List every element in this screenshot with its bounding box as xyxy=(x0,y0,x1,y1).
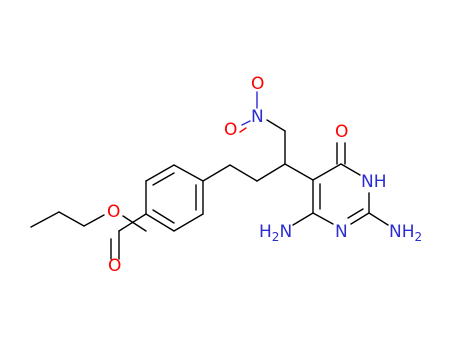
bond-o-ester-carbonyl xyxy=(122,215,147,232)
bond-benzene-3 xyxy=(173,164,204,182)
bond-c4-nh2-left xyxy=(292,212,314,226)
atom-label-nh2-left-h: H xyxy=(259,222,272,242)
bond-chain-1 xyxy=(202,164,231,182)
atom-label-n-nitro: N xyxy=(251,107,264,127)
bond-c2-nh2-right xyxy=(368,212,389,226)
bond-ethyl-ch2 xyxy=(58,211,85,227)
bond-benzene-5 xyxy=(173,213,204,232)
bond-ch-c5 xyxy=(284,163,314,181)
atom-label-n-ring: N xyxy=(335,222,348,242)
bond-ethyl-ch3 xyxy=(30,211,60,228)
bond-carbonyl-ester xyxy=(118,213,147,232)
bond-ch2-n-nitro xyxy=(266,119,286,132)
bond-chain-2 xyxy=(229,164,258,182)
atom-label-nh2-right-nh: NH xyxy=(389,222,415,242)
bond-pyr-c6-nh xyxy=(340,163,361,176)
atom-label-o-ester-single: O xyxy=(107,202,120,222)
bond-pyr-n3-c4 xyxy=(312,212,334,225)
atom-label-o-ester-double: O xyxy=(108,256,121,276)
bond-n-nitro-o-left-b xyxy=(239,127,247,133)
atom-label-nh-ring: NH xyxy=(361,172,387,192)
atom-label-o-ring-carbonyl: O xyxy=(335,122,348,142)
bond-chain-3 xyxy=(256,163,286,182)
atom-label-nh2-left: H2N xyxy=(259,222,292,244)
bond-pyr-c2-n3-inner xyxy=(347,208,364,219)
atom-label-o-nitro-left: O xyxy=(224,120,237,140)
atom-label-nh2-right: NH2 xyxy=(389,222,422,244)
bond-pyr-c2-n3 xyxy=(350,212,370,225)
bond-benzene-inner-3 xyxy=(152,209,175,224)
atom-label-o-nitro-top: O xyxy=(251,74,264,94)
atom-label-nh2-left-n: N xyxy=(279,222,292,242)
bond-n-nitro-o-left xyxy=(241,120,251,126)
bond-benzene-inner-1 xyxy=(152,172,175,186)
bond-benzene-2 xyxy=(145,164,175,182)
atom-label-nh2-left-sub: 2 xyxy=(272,230,280,244)
atom-label-nh2-right-sub: 2 xyxy=(415,230,423,244)
bond-pyr-c5-c6 xyxy=(312,163,342,181)
bond-benzene-6 xyxy=(145,213,175,232)
bond-ch2-o-ester xyxy=(83,214,105,227)
